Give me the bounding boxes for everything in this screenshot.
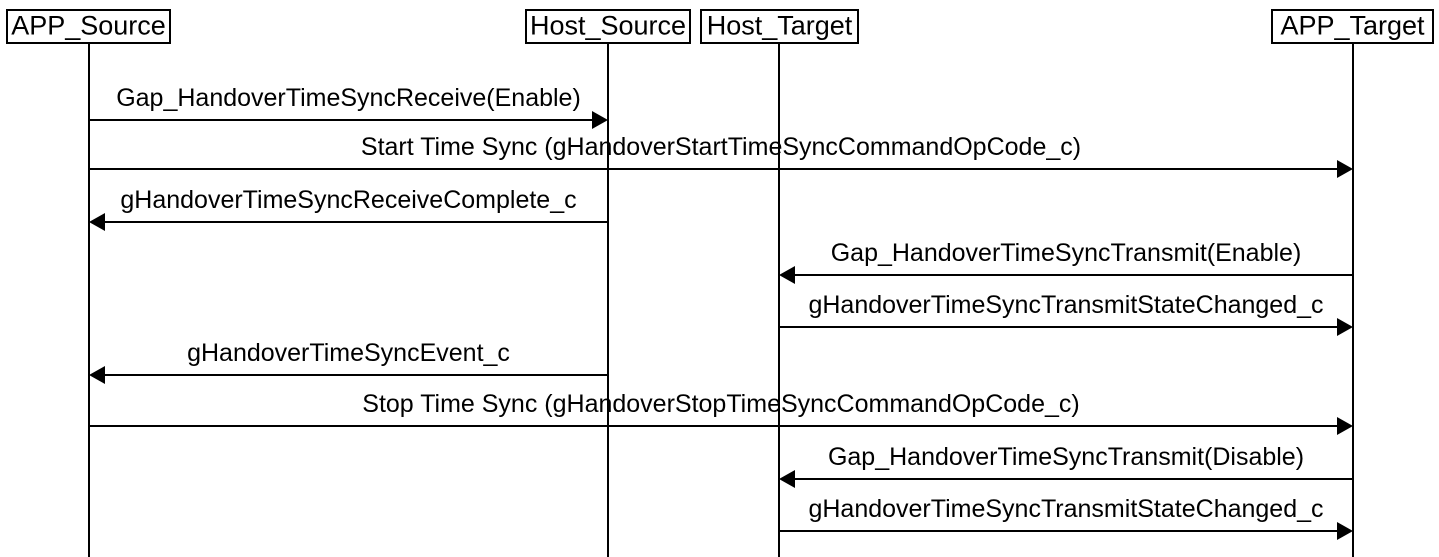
participant-host_source[interactable]: Host_Source [525,9,691,44]
participant-app_target[interactable]: APP_Target [1271,9,1434,44]
message-label-7: Stop Time Sync (gHandoverStopTimeSyncCom… [362,390,1079,418]
message-arrowhead-2 [1337,160,1353,178]
message-arrowhead-3 [89,213,105,231]
message-8: Gap_HandoverTimeSyncTransmit(Disable) [779,443,1353,488]
message-arrowhead-1 [592,111,608,129]
participant-label-app_source: APP_Source [11,11,166,41]
message-1: Gap_HandoverTimeSyncReceive(Enable) [89,84,608,129]
participant-box-host_source [525,9,691,44]
message-arrowhead-4 [779,266,795,284]
message-label-5: gHandoverTimeSyncTransmitStateChanged_c [808,291,1323,319]
participant-box-app_target [1271,9,1434,44]
message-arrowhead-8 [779,470,795,488]
message-label-6: gHandoverTimeSyncEvent_c [187,339,510,367]
message-arrowhead-7 [1337,417,1353,435]
message-label-4: Gap_HandoverTimeSyncTransmit(Enable) [831,239,1302,267]
message-label-9: gHandoverTimeSyncTransmitStateChanged_c [808,495,1323,523]
participants-layer: APP_Source Host_Source Host_Target APP_Targ… [6,9,1434,44]
message-arrowhead-9 [1337,522,1353,540]
message-label-3: gHandoverTimeSyncReceiveComplete_c [120,186,576,214]
participant-label-host_target: Host_Target [707,11,853,41]
message-arrowhead-5 [1337,318,1353,336]
participant-label-host_source: Host_Source [530,11,686,41]
message-4: Gap_HandoverTimeSyncTransmit(Enable) [779,239,1353,284]
message-label-8: Gap_HandoverTimeSyncTransmit(Disable) [828,443,1304,471]
lifelines-layer [88,43,1354,557]
participant-app_source[interactable]: APP_Source [6,9,171,44]
message-7: Stop Time Sync (gHandoverStopTimeSyncCom… [89,390,1353,435]
message-arrowhead-6 [89,366,105,384]
message-9: gHandoverTimeSyncTransmitStateChanged_c [779,495,1353,540]
participant-label-app_target: APP_Target [1280,11,1425,41]
participant-box-app_source [6,9,171,44]
messages-layer: Gap_HandoverTimeSyncReceive(Enable) Start… [89,84,1353,540]
message-5: gHandoverTimeSyncTransmitStateChanged_c [779,291,1353,336]
participant-host_target[interactable]: Host_Target [700,9,859,44]
message-label-1: Gap_HandoverTimeSyncReceive(Enable) [116,84,581,112]
participant-box-host_target [700,9,859,44]
message-3: gHandoverTimeSyncReceiveComplete_c [89,186,608,231]
message-2: Start Time Sync (gHandoverStartTimeSyncC… [89,133,1353,178]
message-label-2: Start Time Sync (gHandoverStartTimeSyncC… [361,133,1081,161]
message-6: gHandoverTimeSyncEvent_c [89,339,608,384]
